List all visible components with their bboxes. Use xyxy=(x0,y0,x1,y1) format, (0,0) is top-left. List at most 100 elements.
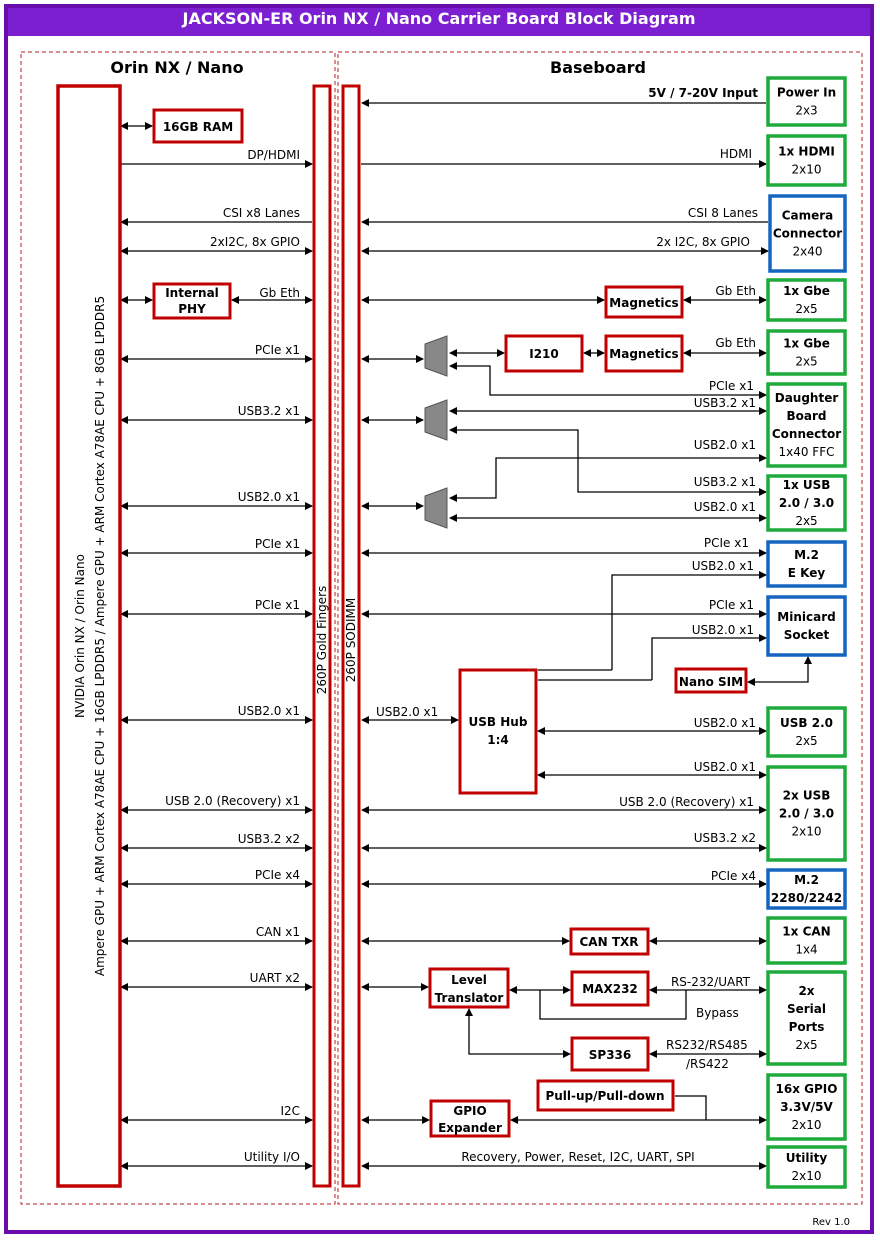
usb-hub-label: 1:4 xyxy=(487,733,509,747)
db-usb32-label: USB3.2 x1 xyxy=(694,396,756,410)
dual-usb-connector-label: 2.0 / 3.0 xyxy=(779,807,834,821)
m2-e-key-connector xyxy=(766,540,847,588)
module-signal-label: UART x2 xyxy=(250,971,300,985)
daughter-board-connector-label: Connector xyxy=(772,427,841,441)
magnetics-box-2 xyxy=(604,334,684,373)
bypass-label: Bypass xyxy=(696,1006,739,1020)
module-signal-label: CAN x1 xyxy=(256,925,300,939)
pull-up-down-box xyxy=(536,1079,675,1112)
hdmi-connector-label: 1x HDMI xyxy=(778,145,835,159)
usb-port-connector-label: 2.0 / 3.0 xyxy=(779,496,834,510)
mux-switch-usb32 xyxy=(424,399,448,441)
sim-route xyxy=(747,656,812,686)
max232-box xyxy=(570,970,650,1007)
gpio-connector-pinout: 2x10 xyxy=(791,1118,821,1132)
usb20-connector-pinout: 2x5 xyxy=(795,734,817,748)
rs232-485-label: RS232/RS485 xyxy=(666,1038,748,1052)
usb20-connector-label: USB 2.0 xyxy=(780,716,833,730)
gbe1-label: Gb Eth xyxy=(715,284,756,298)
sodimm-label: 260P SODIMM xyxy=(344,598,358,683)
pull-up-line xyxy=(675,1095,707,1120)
db-usb20-label: USB2.0 x1 xyxy=(694,438,756,452)
usb-port-connector-pinout: 2x5 xyxy=(795,514,817,528)
module-signal-label: USB2.0 x1 xyxy=(238,704,300,718)
module-signal-label: USB 2.0 (Recovery) x1 xyxy=(165,794,300,808)
pcie4-label: PCIe x4 xyxy=(711,869,756,883)
level-translator-label: Translator xyxy=(435,991,504,1005)
gbe-connector-2-pinout: 2x5 xyxy=(795,355,817,369)
i210-box xyxy=(504,334,584,373)
m2-m-key-connector-label: M.2 xyxy=(794,873,819,887)
serial-ports-connector xyxy=(766,970,847,1066)
module-signal-label: PCIe x4 xyxy=(255,868,300,882)
gpio-connector-label: 16x GPIO xyxy=(776,1082,838,1096)
magnetics-label: Magnetics xyxy=(609,347,678,361)
utility-signals-label: Recovery, Power, Reset, I2C, UART, SPI xyxy=(461,1150,694,1164)
mini-pcie-label: PCIe x1 xyxy=(709,598,754,612)
dual-usb-connector xyxy=(766,765,847,862)
ram-label: 16GB RAM xyxy=(163,120,233,134)
module-signal-label: I2C xyxy=(280,1104,300,1118)
usb-recovery-label: USB 2.0 (Recovery) x1 xyxy=(619,795,754,809)
hub-out1-label: USB2.0 x1 xyxy=(694,716,756,730)
baseboard-section-border xyxy=(337,51,863,1205)
db-usb20-route xyxy=(449,454,767,502)
module-section-border xyxy=(20,51,336,1205)
magnetics-box-1 xyxy=(604,285,684,319)
sp336-box xyxy=(570,1036,650,1072)
module-signal-label: Utility I/O xyxy=(244,1150,300,1164)
module-label-line2: Ampere GPU + ARM Cortex A78AE CPU + 16GB… xyxy=(93,296,107,976)
gpio-expander-label: GPIO xyxy=(453,1104,486,1118)
m2e-pcie-label: PCIe x1 xyxy=(704,536,749,550)
module-label-line1: NVIDIA Orin NX / Orin Nano xyxy=(73,554,87,718)
hub-out2-label: USB2.0 x1 xyxy=(694,760,756,774)
utility-connector xyxy=(766,1145,847,1189)
pull-up-down-label: Pull-up/Pull-down xyxy=(545,1089,664,1103)
gbe-connector-1-pinout: 2x5 xyxy=(795,302,817,316)
serial-ports-connector-label: Serial xyxy=(787,1002,826,1016)
power-in-connector-label: Power In xyxy=(777,86,836,100)
nano-sim-box xyxy=(674,667,748,694)
utility-connector-label: Utility xyxy=(786,1151,828,1165)
gbe-connector-1 xyxy=(766,278,847,322)
gold-fingers-label: 260P Gold Fingers xyxy=(315,586,329,695)
camera-connector-label: Camera xyxy=(782,209,834,223)
module-signal-label: USB3.2 x1 xyxy=(238,404,300,418)
usb-port-usb20-label: USB2.0 x1 xyxy=(694,500,756,514)
sp336-label: SP336 xyxy=(589,1048,632,1062)
lt-sp336-route xyxy=(465,1008,571,1058)
daughter-board-connector-label: Board xyxy=(787,409,827,423)
daughter-board-connector-label: Daughter xyxy=(775,391,839,405)
diagram-frame xyxy=(4,4,874,1234)
mini-usb20-label: USB2.0 x1 xyxy=(692,623,754,637)
rs422-label: /RS422 xyxy=(686,1057,729,1071)
can-txr-box xyxy=(569,927,650,956)
usb-port-connector-label: 1x USB xyxy=(783,478,831,492)
gbe-connector-2 xyxy=(766,329,847,376)
level-translator-box xyxy=(428,967,510,1009)
power-in-connector-pinout: 2x3 xyxy=(795,104,817,118)
db-pcie-route xyxy=(449,362,767,399)
csi-label: CSI 8 Lanes xyxy=(688,206,758,220)
usb-port-usb32-label: USB3.2 x1 xyxy=(694,475,756,489)
level-translator-label: Level xyxy=(451,973,487,987)
title-bar xyxy=(4,4,874,36)
usb-hub-label: USB Hub xyxy=(469,715,528,729)
serial-ports-connector-label: 2x xyxy=(798,984,814,998)
usb-port-connector xyxy=(766,474,847,532)
magnetics-label: Magnetics xyxy=(609,296,678,310)
can-connector xyxy=(766,916,847,965)
hub-in-label: USB2.0 x1 xyxy=(376,705,438,719)
module-signal-label: CSI x8 Lanes xyxy=(223,206,300,220)
power-input-label: 5V / 7-20V Input xyxy=(648,86,758,100)
camera-connector xyxy=(768,194,847,273)
m2-e-key-connector-label: E Key xyxy=(788,566,826,580)
usb32x2-label: USB3.2 x2 xyxy=(694,831,756,845)
usb-hub-box xyxy=(458,668,538,795)
internal-phy-box xyxy=(152,282,232,320)
gpio-connector xyxy=(766,1073,847,1141)
internal-phy-label: PHY xyxy=(178,302,206,316)
sodimm-bar xyxy=(341,84,361,1188)
module-signal-label: USB2.0 x1 xyxy=(238,490,300,504)
daughter-board-connector-pinout: 1x40 FFC xyxy=(778,445,834,459)
